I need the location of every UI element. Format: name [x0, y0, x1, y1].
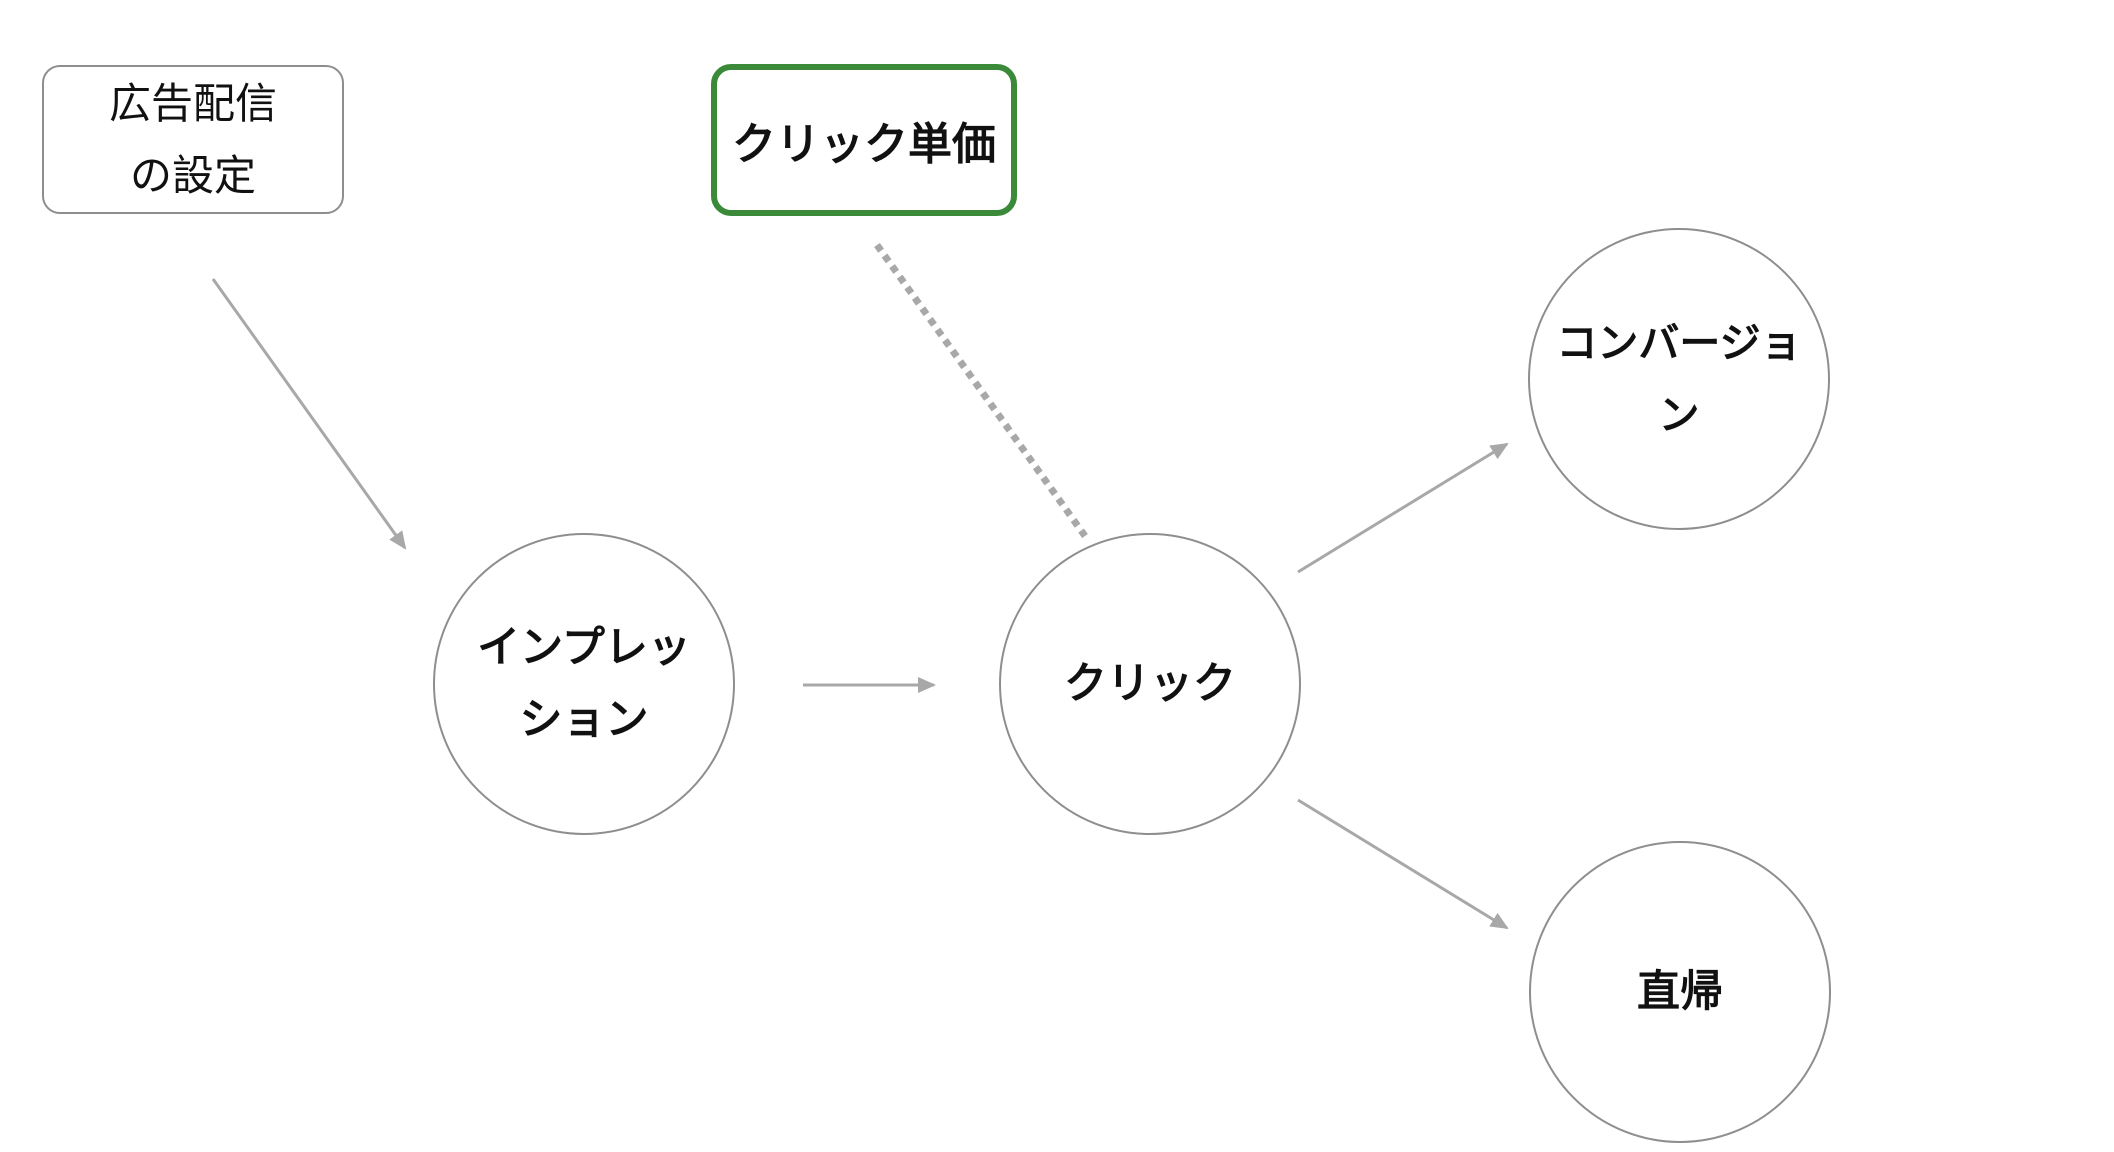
node-cost-per-click: クリック単価 — [711, 64, 1017, 216]
node-click-label: クリック — [1064, 659, 1236, 709]
node-ad-settings-line-2: の設定 — [129, 150, 256, 200]
edge-ad-settings-to-impression — [211, 278, 407, 550]
edge-click-to-bounce — [1297, 798, 1509, 930]
node-impression-line-1: インプレッ — [477, 623, 691, 673]
node-ad-settings: 広告配信 の設定 — [42, 65, 344, 214]
node-conversion-label: コンバージョン — [1556, 319, 1802, 439]
node-bounce-label: 直帰 — [1637, 967, 1723, 1017]
node-conversion: コンバージョン — [1528, 228, 1830, 530]
node-bounce: 直帰 — [1529, 841, 1831, 1143]
node-ad-settings-line-1: 広告配信 — [108, 78, 277, 128]
edge-click-to-conversion — [1297, 442, 1509, 574]
node-impression: インプレッ ション — [433, 533, 735, 835]
edge-cpc-to-click-dotted — [874, 242, 1088, 539]
node-impression-line-2: ション — [519, 695, 649, 745]
node-cost-per-click-label: クリック単価 — [732, 119, 996, 170]
node-click: クリック — [999, 533, 1301, 835]
